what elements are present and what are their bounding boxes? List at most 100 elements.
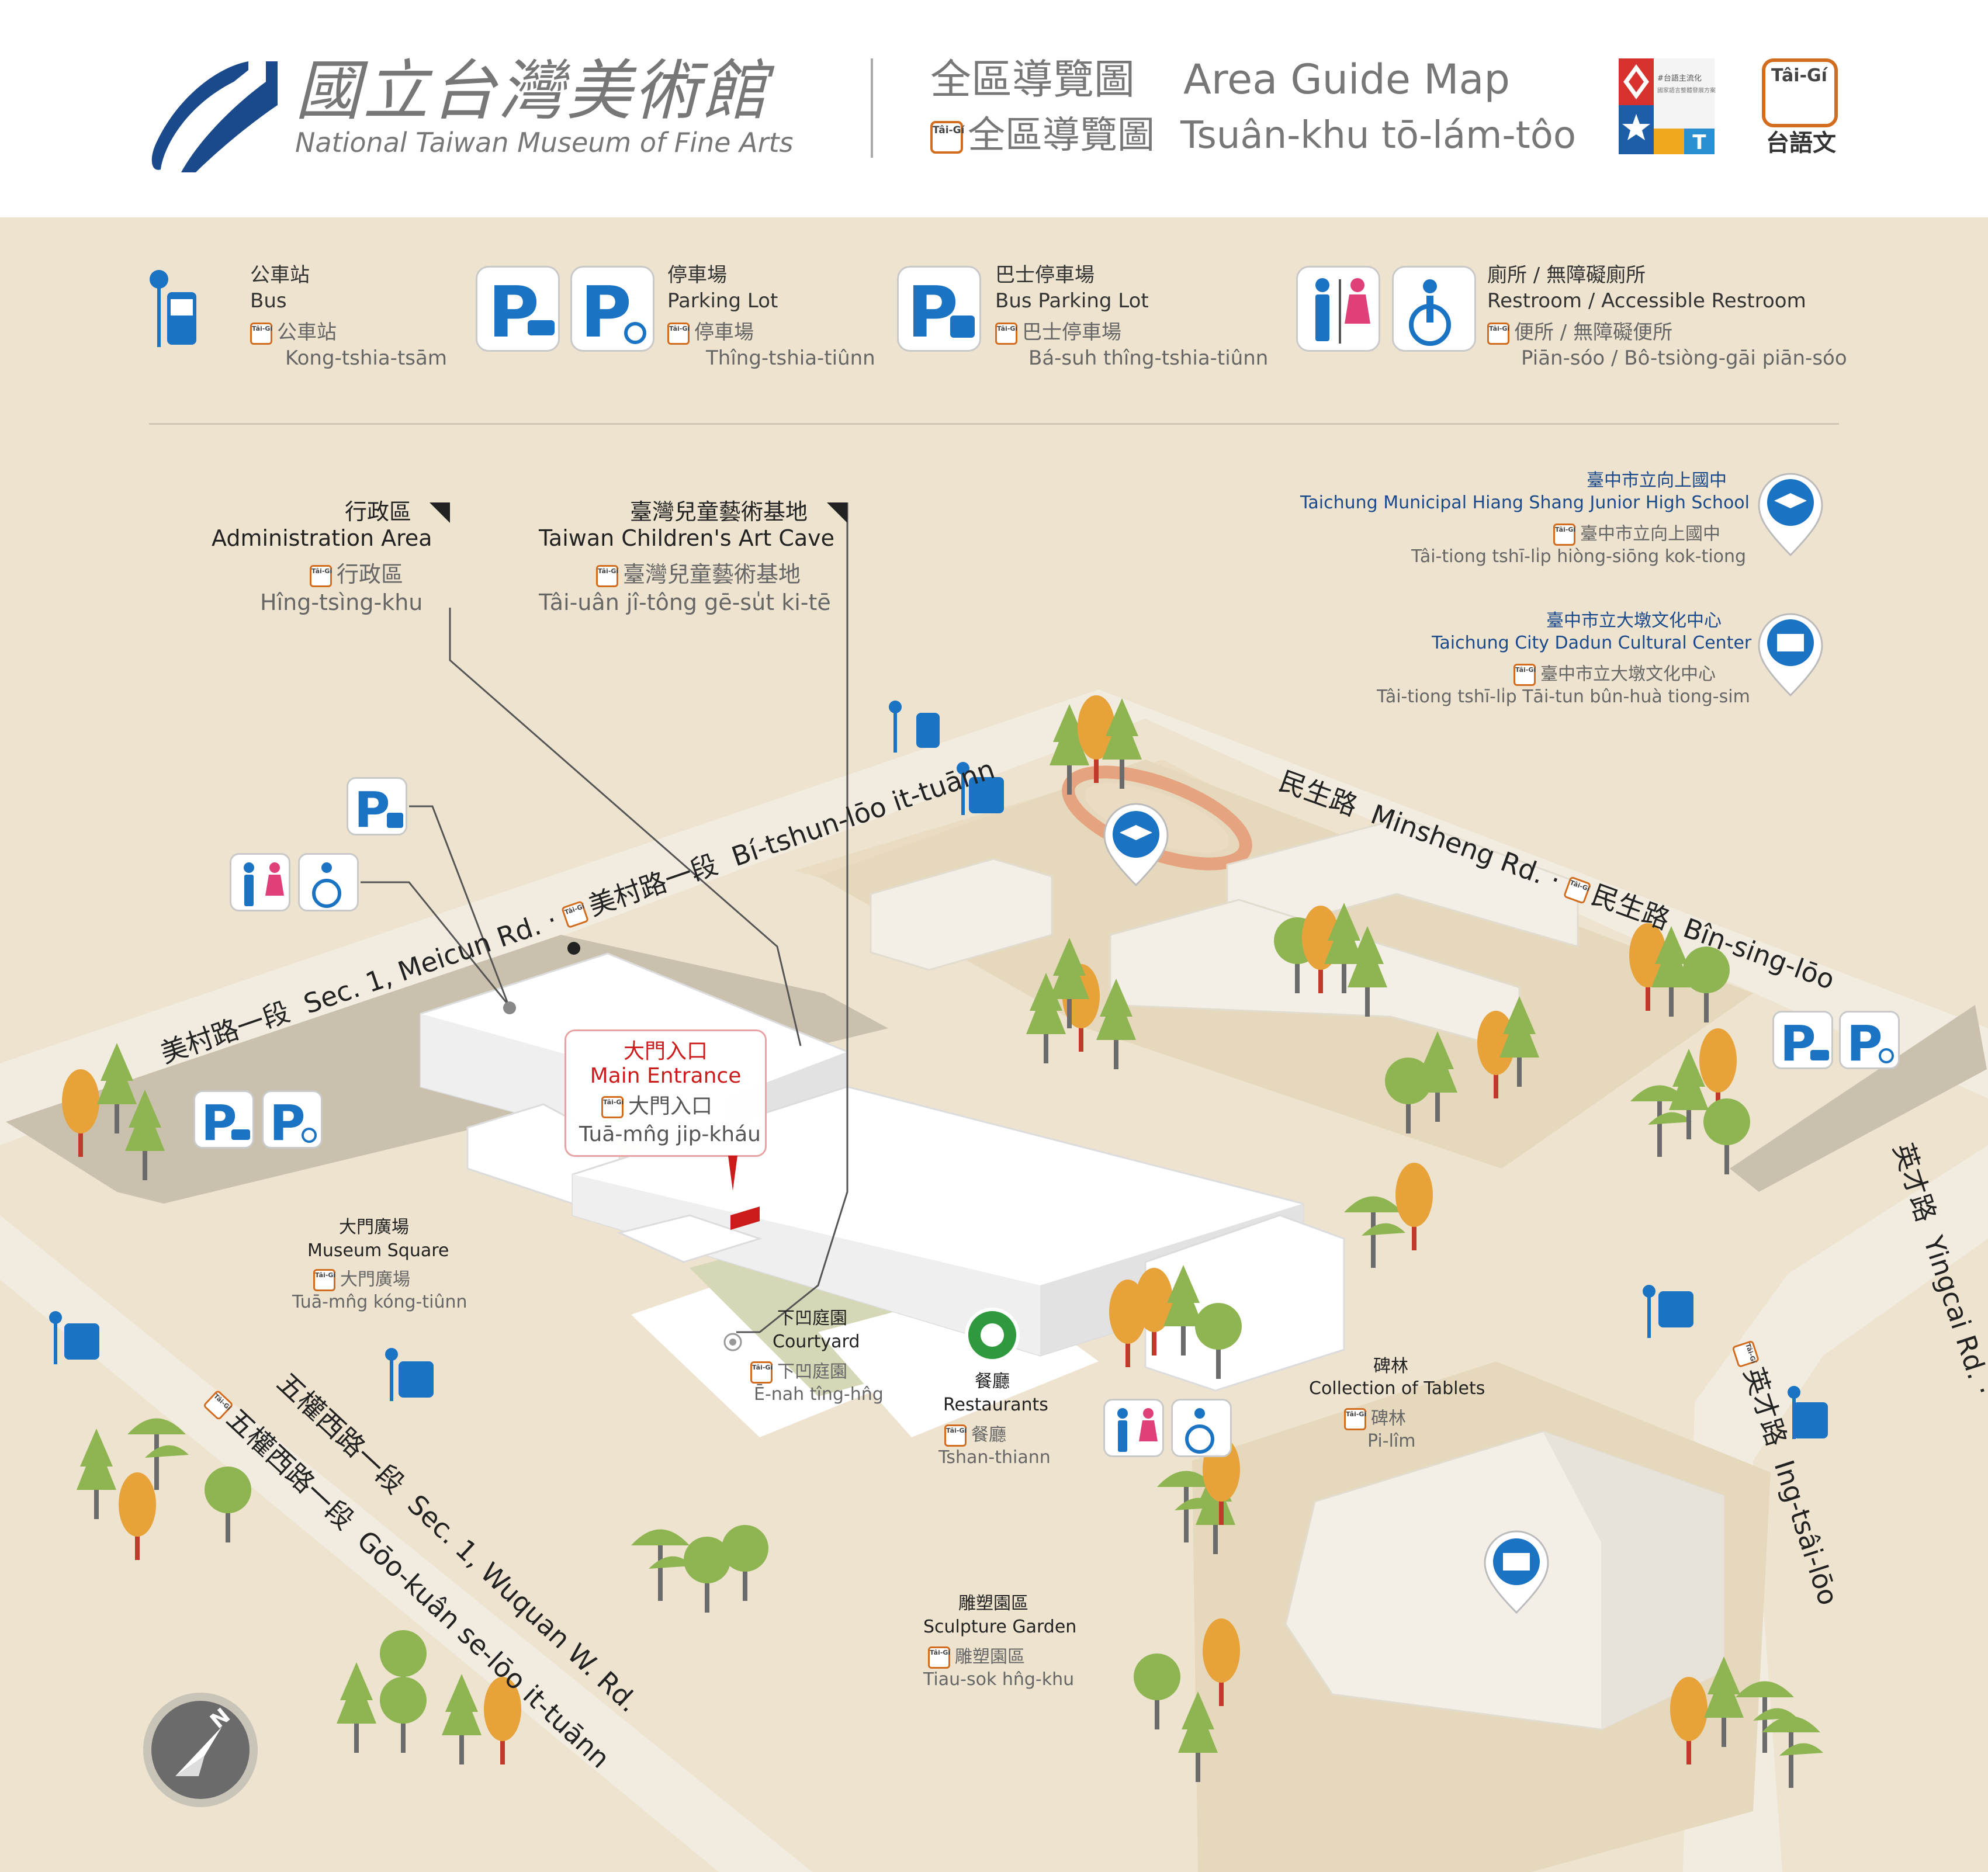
map-restroom-south-icon[interactable] xyxy=(1103,1399,1164,1457)
square-label-zh: 大門廣場 xyxy=(339,1217,409,1237)
museum-name-zh: 國立台灣美術館 xyxy=(295,53,770,129)
svg-text:P: P xyxy=(1780,1015,1816,1071)
bus-stop-icons xyxy=(49,701,1828,1439)
admin-label-tai: Hîng-tsìng-khu xyxy=(260,590,423,615)
school-label-tai: Tâi-tiong tshī-li̍p hiòng-siōng kok-tion… xyxy=(1411,546,1747,567)
kids-label-zh: 臺灣兒童藝術基地 xyxy=(630,499,808,525)
legend-accessible-restroom-icon xyxy=(1392,266,1476,352)
badge-subtext: 國家語言整體發展方案 xyxy=(1657,88,1716,94)
school-label-zh: 臺中市立向上國中 xyxy=(1587,470,1727,491)
map-accessible-south-icon[interactable] xyxy=(1171,1399,1232,1457)
svg-text:P: P xyxy=(354,781,390,837)
courtyard-label-zh: 下凹庭園 xyxy=(777,1308,847,1329)
tablets-label-tai: Pi-lîm xyxy=(1367,1431,1416,1451)
legend-parking-icon: P xyxy=(476,266,560,353)
kids-label-tai: Tâi-uân jî-tông gē-su̍t ki-tē xyxy=(539,590,831,615)
svg-text:T: T xyxy=(1692,131,1706,154)
map-restroom-icon[interactable] xyxy=(230,853,290,911)
courtyard-label-en: Courtyard xyxy=(773,1332,860,1352)
map-accessible-parking-east-icon[interactable]: P xyxy=(1839,1011,1900,1071)
legend-bus-parking-en: Bus Parking Lot xyxy=(995,289,1149,313)
map-accessible-parking-icon[interactable]: P xyxy=(262,1090,323,1150)
svg-text:P: P xyxy=(488,272,539,353)
museum-name-en: National Taiwan Museum of Fine Arts xyxy=(295,127,794,158)
taigi-chip-icon: Tâi-Gí xyxy=(596,564,618,587)
map-title-tai-zh: 全區導覽圖 xyxy=(968,114,1155,157)
cultural-label-tai: Tâi-tiong tshī-li̍p Tāi-tun bûn-huà tion… xyxy=(1377,687,1750,707)
admin-label-en: Administration Area xyxy=(212,525,432,551)
restaurant-label-tai-zh: 餐廳 xyxy=(971,1424,1006,1445)
taigi-chip-icon: Tâi-Gí xyxy=(1513,664,1536,686)
map-accessible-icon[interactable] xyxy=(298,853,359,911)
entrance-label-tai-zh: 大門入口 xyxy=(628,1094,713,1118)
entrance-label-en: Main Entrance xyxy=(590,1064,742,1088)
taigi-chip-icon: Tâi-Gí xyxy=(944,1424,967,1447)
map-title-tai-row: Tâi-Gí全區導覽圖 xyxy=(930,114,1155,158)
svg-text:P: P xyxy=(201,1094,237,1150)
legend-bus-icon xyxy=(146,269,196,351)
map-parking-east-icon[interactable]: P xyxy=(1772,1011,1833,1071)
tablets-label-tai-zh: 碑林 xyxy=(1371,1408,1406,1429)
legend-restroom-icon xyxy=(1296,266,1380,352)
map-parking-icon[interactable]: P xyxy=(193,1090,254,1150)
map-title-zh: 全區導覽圖 xyxy=(930,56,1135,103)
kids-label-en: Taiwan Children's Art Cave xyxy=(539,525,835,551)
taigi-chip-icon: Tâi-Gí xyxy=(1563,875,1592,904)
taigi-chip-icon: Tâi-Gí xyxy=(928,1646,950,1669)
school-label-tai-zh: 臺中市立向上國中 xyxy=(1580,524,1720,545)
taigi-chip-icon: Tâi-Gí xyxy=(310,564,332,587)
legend-parking-tai: Thîng-tshia-tiûnn xyxy=(706,346,875,370)
legend-bus-en: Bus xyxy=(250,289,287,313)
svg-text:P: P xyxy=(269,1094,306,1150)
map-bus-parking-icon[interactable]: P xyxy=(347,777,407,837)
taigi-chip-icon: Tâi-Gí xyxy=(995,322,1017,345)
cultural-center-pin-icon[interactable] xyxy=(1484,1530,1549,1614)
legend-bus-parking-icon: P xyxy=(897,266,981,353)
school-legend-pin-icon[interactable] xyxy=(1758,473,1823,557)
school-label-en: Taichung Municipal Hiang Shang Junior Hi… xyxy=(1300,493,1750,513)
square-label-tai: Tuā-mn̂g kóng-tiûnn xyxy=(292,1292,467,1312)
taigi-chip-icon: Tâi-Gí xyxy=(667,322,690,345)
restaurant-label-zh: 餐廳 xyxy=(975,1371,1010,1392)
taigi-chip-icon: Tâi-Gí xyxy=(1344,1408,1366,1430)
taigi-chip-icon: Tâi-Gí xyxy=(930,121,964,154)
svg-text:P: P xyxy=(907,272,958,353)
restaurant-label-tai: Tshan-thiann xyxy=(938,1447,1051,1468)
kids-label-tai-zh: 臺灣兒童藝術基地 xyxy=(623,561,801,587)
school-pin-icon[interactable] xyxy=(1103,803,1169,887)
taigi-chip-icon: Tâi-Gí xyxy=(750,1361,773,1384)
courtyard-label-tai-zh: 下凹庭園 xyxy=(777,1361,847,1382)
square-label-tai-zh: 大門廣場 xyxy=(340,1269,410,1290)
legend-bus-tai-zh: 公車站 xyxy=(277,321,337,344)
legend-parking-zh: 停車場 xyxy=(667,264,727,287)
header-divider xyxy=(871,58,873,158)
svg-text:P: P xyxy=(1847,1015,1883,1071)
language-badge-icon: T xyxy=(1619,58,1715,154)
map-title-en: Area Guide Map xyxy=(1183,56,1510,103)
legend-parking-en: Parking Lot xyxy=(667,289,778,313)
entrance-label-tai: Tuā-mn̂g jip-kháu xyxy=(579,1122,761,1146)
restaurant-label-en: Restaurants xyxy=(943,1395,1048,1415)
legend-parking-tai-zh: 停車場 xyxy=(694,321,754,344)
legend-bus-zh: 公車站 xyxy=(250,264,310,287)
cultural-label-tai-zh: 臺中市立大墩文化中心 xyxy=(1540,664,1716,685)
cultural-legend-pin-icon[interactable] xyxy=(1758,613,1823,697)
taigi-logo-icon: Tâi-Gí xyxy=(1762,58,1838,127)
taigi-chip-icon: Tâi-Gí xyxy=(313,1269,335,1291)
language-badge: T #台語主流化 國家語言整體發展方案 xyxy=(1619,58,1716,154)
legend-bus-parking-tai-zh: 巴士停車場 xyxy=(1022,321,1121,344)
legend-bus-parking-tai: Bá-suh thîng-tshia-tiûnn xyxy=(1028,346,1269,370)
map-title-tai: Tsuân-khu tō-lám-tôo xyxy=(1180,114,1576,157)
taigi-chip-icon: Tâi-Gí xyxy=(1487,322,1509,345)
admin-label-zh: 行政區 xyxy=(345,499,412,525)
